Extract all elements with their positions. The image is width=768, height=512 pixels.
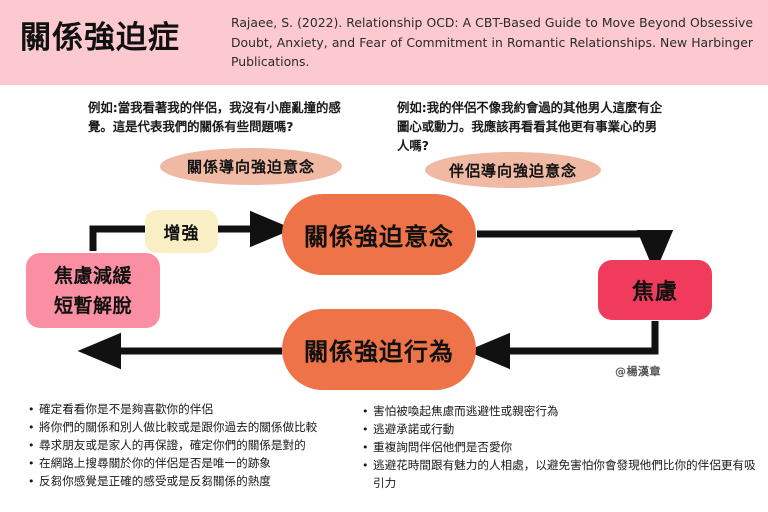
node-obsession: 關係強迫意念 — [282, 194, 476, 275]
label-partner-focused-obsession: 伴侶導向強迫意念 — [425, 152, 601, 188]
node-relief-line1: 焦慮減緩 — [53, 264, 132, 287]
compulsion-list-right: 害怕被喚起焦慮而逃避性或親密行為 逃避承諾或行動 重複詢問伴侶他們是否愛你 逃避… — [362, 403, 756, 493]
list-item: 逃避承諾或行動 — [362, 421, 756, 439]
page-title: 關係強迫症 — [20, 20, 180, 56]
list-item: 尋求朋友或是家人的再保證，確定你們的關係是對的 — [28, 437, 364, 455]
list-item: 重複詢問伴侶他們是否愛你 — [362, 439, 756, 457]
list-item: 確定看看你是不是夠喜歡你的伴侶 — [28, 401, 364, 419]
list-item: 逃避花時間跟有魅力的人相處，以避免害怕你會發現他們比你的伴侶更有吸引力 — [362, 457, 756, 492]
citation-text: Rajaee, S. (2022). Relationship OCD: A C… — [231, 15, 753, 69]
arrow-anxiety-to-compulsion — [466, 321, 659, 370]
author-signature: @楊漢章 — [615, 365, 661, 378]
list-item: 反芻你感覺是正確的感受或是反芻關係的熱度 — [28, 473, 364, 491]
list-item: 在網路上搜尋關於你的伴侶是否是唯一的跡象 — [28, 455, 364, 473]
node-relief-line2: 短暫解脫 — [53, 294, 132, 317]
example-relationship-focused-text: 例如:當我看著我的伴侶，我沒有小鹿亂撞的感覺。這是代表我們的關係有些問題嗎? — [88, 100, 341, 134]
arrow-obsession-to-anxiety — [477, 230, 674, 274]
ocd-cycle-diagram: 關係強迫意念 關係強迫行為 焦慮 焦慮減緩 短暫解脫 增強 @楊漢章 — [0, 185, 768, 395]
node-anxiety: 焦慮 — [598, 260, 712, 320]
node-relief: 焦慮減緩 短暫解脫 — [26, 253, 160, 328]
label-relationship-focused-obsession: 關係導向強迫意念 — [160, 148, 342, 185]
list-item: 將你們的關係和別人做比較或是跟你過去的關係做比較 — [28, 419, 364, 437]
header-banner: 關係強迫症 Rajaee, S. (2022). Relationship OC… — [0, 0, 768, 85]
example-partner-focused-text: 例如:我的伴侶不像我約會過的其他男人這麼有企圖心或動力。我應該再看看其他更有事業… — [397, 100, 663, 153]
list-item: 害怕被喚起焦慮而逃避性或親密行為 — [362, 403, 756, 421]
compulsion-list-left: 確定看看你是不是夠喜歡你的伴侶 將你們的關係和別人做比較或是跟你過去的關係做比較… — [28, 401, 364, 491]
node-reinforcement: 增強 — [145, 210, 218, 253]
node-compulsion: 關係強迫行為 — [282, 309, 476, 390]
